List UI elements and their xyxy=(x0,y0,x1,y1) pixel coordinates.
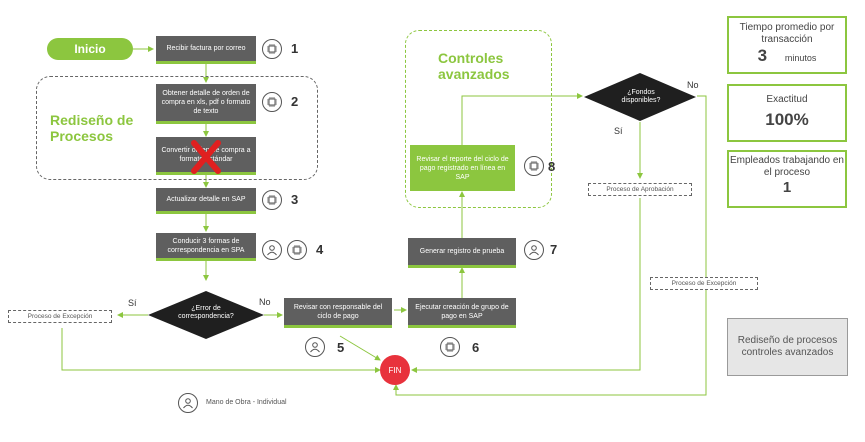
chip-icon xyxy=(262,190,282,210)
chip-icon xyxy=(287,240,307,260)
start-label: Inicio xyxy=(74,42,106,56)
chip-icon xyxy=(440,337,460,357)
exception-process-right: Proceso de Excepción xyxy=(650,277,758,290)
red-cross-icon xyxy=(191,140,221,174)
redesign-group-title: Rediseño de Procesos xyxy=(50,112,134,144)
chip-icon xyxy=(262,92,282,112)
funds-no-label: No xyxy=(687,80,699,90)
error-yes-label: Sí xyxy=(128,298,137,308)
decision-error-diamond xyxy=(148,291,264,339)
end-label: FIN xyxy=(388,365,402,375)
funds-yes-label: Sí xyxy=(614,126,623,136)
step-number-1: 1 xyxy=(291,41,299,56)
step-number-3: 3 xyxy=(291,192,299,207)
chip-icon xyxy=(262,39,282,59)
step-number-5: 5 xyxy=(337,340,345,355)
metric-employees-value: 1 xyxy=(782,179,792,196)
metric-accuracy-value: 100% xyxy=(765,110,809,129)
step-create-payment-group: Ejecutar creación de grupo de pago en SA… xyxy=(408,298,516,328)
decision-funds-label: ¿Fondos disponibles? xyxy=(621,89,661,104)
decision-funds-diamond xyxy=(584,73,696,121)
step-number-6: 6 xyxy=(472,340,480,355)
step-review-report: Revisar el reporte del ciclo de pago reg… xyxy=(410,145,515,191)
person-icon xyxy=(524,240,544,260)
metric-time-label: Tiempo promedio por transacción xyxy=(739,22,835,45)
step-number-4: 4 xyxy=(316,242,324,257)
person-icon xyxy=(305,337,325,357)
step-review-owner: Revisar con responsable del ciclo de pag… xyxy=(284,298,392,328)
metric-accuracy-label: Exactitud xyxy=(766,94,808,105)
step-correspondence: Conducir 3 formas de correspondencia en … xyxy=(156,233,256,261)
metric-time: Tiempo promedio por transacción 3 minuto… xyxy=(727,16,847,74)
redesign-legend-box: Rediseño de procesos controles avanzados xyxy=(727,318,848,376)
metric-time-unit: minutos xyxy=(784,53,817,63)
start-node: Inicio xyxy=(47,38,133,60)
approval-process: Proceso de Aprobación xyxy=(588,183,692,196)
metric-employees: Empleados trabajando en el proceso 1 xyxy=(727,150,847,208)
exception-process-left: Proceso de Excepción xyxy=(8,310,112,323)
step-update-sap: Actualizar detalle en SAP xyxy=(156,188,256,214)
decision-error-label: ¿Error de correspondencia? xyxy=(178,305,234,320)
person-icon xyxy=(178,393,198,413)
step-number-8: 8 xyxy=(548,159,556,174)
step-generate-test-record: Generar registro de prueba xyxy=(408,238,516,268)
legend-label: Mano de Obra - Individual xyxy=(206,399,287,406)
step-get-po-detail: Obtener detalle de orden de compra en xl… xyxy=(156,84,256,124)
person-icon xyxy=(262,240,282,260)
advanced-group-box xyxy=(405,30,552,208)
redesign-group-box xyxy=(36,76,318,180)
step-number-7: 7 xyxy=(550,242,558,257)
step-receive-invoice: Recibir factura por correo xyxy=(156,36,256,64)
metric-accuracy: Exactitud 100% xyxy=(727,84,847,142)
step-number-2: 2 xyxy=(291,94,299,109)
advanced-group-title: Controles avanzados xyxy=(438,50,510,82)
metric-time-value: 3 xyxy=(757,46,768,65)
metric-employees-label: Empleados trabajando en el proceso xyxy=(730,155,844,178)
chip-icon xyxy=(524,156,544,176)
redesign-legend-label: Rediseño de procesos controles avanzados xyxy=(737,335,838,358)
error-no-label: No xyxy=(259,297,271,307)
end-node: FIN xyxy=(380,355,410,385)
